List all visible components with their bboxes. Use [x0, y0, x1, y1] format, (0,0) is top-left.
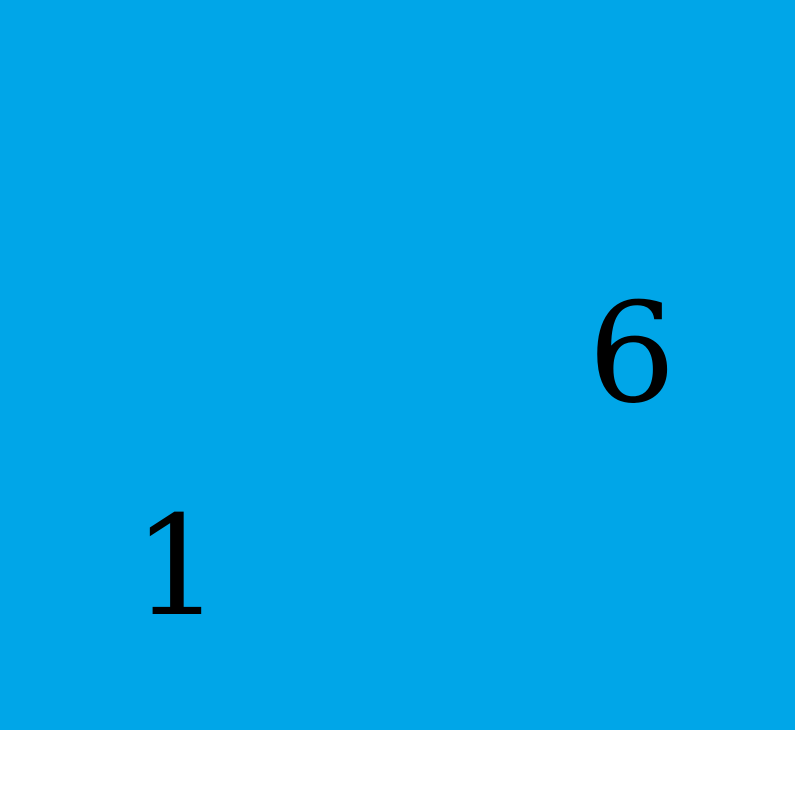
digit-one-label: 1 [133, 486, 221, 647]
blue-canvas-panel [0, 0, 795, 730]
digit-six-label: 6 [588, 273, 676, 434]
